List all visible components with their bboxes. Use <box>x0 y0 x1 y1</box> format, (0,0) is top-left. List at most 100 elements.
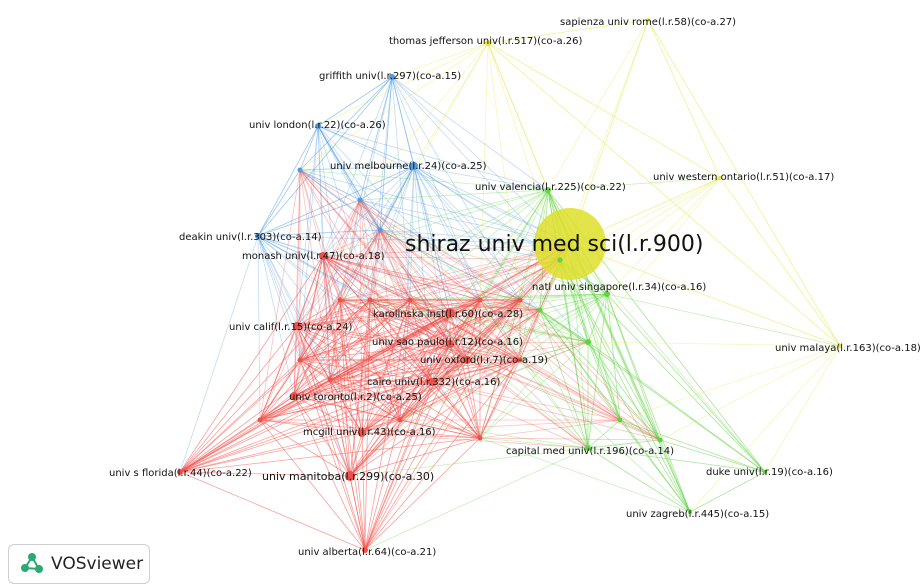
edge-x6-x11 <box>259 199 361 421</box>
node-alberta[interactable] <box>362 547 368 553</box>
node-monash[interactable] <box>319 252 327 260</box>
edge-london-x3 <box>317 125 481 301</box>
edge-saopaulo-x10 <box>449 343 521 361</box>
edge-jefferson-griffith <box>391 42 489 78</box>
edge-x8-x16 <box>399 259 561 421</box>
node-x8[interactable] <box>397 417 403 423</box>
edge-oxford-x2 <box>409 299 468 361</box>
edge-x11-x12 <box>299 169 361 201</box>
node-sapienza[interactable] <box>646 18 650 22</box>
node-label-alberta: univ alberta(l.r.64)(co-a.21) <box>298 547 436 558</box>
edge-x3-x14 <box>479 299 621 421</box>
edge-florida-manitoba <box>179 471 351 477</box>
node-x13[interactable] <box>377 227 383 233</box>
node-label-zagreb: univ zagreb(l.r.445)(co-a.15) <box>626 509 769 520</box>
node-griffith[interactable] <box>389 74 395 80</box>
node-label-ontario: univ western ontario(l.r.51)(co-a.17) <box>653 172 834 183</box>
node-x0[interactable] <box>337 297 343 303</box>
edge-london-x1 <box>317 125 371 301</box>
node-x12[interactable] <box>297 167 303 173</box>
node-valencia[interactable] <box>545 187 551 193</box>
edge-cairo-florida <box>179 381 433 473</box>
edge-karolinska-capital <box>449 312 589 449</box>
edge-x1-x12 <box>299 169 371 301</box>
edge-oxford-mcgill <box>361 359 468 434</box>
edge-duke-x14 <box>619 419 766 473</box>
edge-oxford-alberta <box>364 359 468 551</box>
node-x5[interactable] <box>297 357 303 363</box>
node-x16[interactable] <box>557 257 563 263</box>
node-x6[interactable] <box>257 417 263 423</box>
edge-saopaulo-x13 <box>379 229 451 345</box>
node-x15[interactable] <box>657 437 663 443</box>
node-x14[interactable] <box>617 417 623 423</box>
node-mcgill[interactable] <box>358 429 366 437</box>
edge-florida-x3 <box>179 299 481 473</box>
node-label-oxford: univ oxford(l.r.7)(co-a.19) <box>420 355 548 366</box>
edge-capital-manitoba <box>349 447 589 477</box>
edge-deakin-oxford <box>257 235 468 361</box>
edge-x7-x9 <box>329 379 481 439</box>
edge-monash-x5 <box>299 255 324 361</box>
edge-x10-x14 <box>519 359 621 421</box>
node-florida[interactable] <box>177 469 183 475</box>
edge-oxford-x3 <box>466 299 481 361</box>
edge-x8-x10 <box>399 359 521 421</box>
edge-x7-x15 <box>479 437 661 441</box>
edge-valencia-x3 <box>479 189 549 301</box>
node-melbourne[interactable] <box>410 162 418 170</box>
edge-sapienza-jefferson <box>487 19 649 44</box>
node-karolinska[interactable] <box>445 308 455 318</box>
edge-manitoba-x0 <box>339 299 351 477</box>
edge-valencia-x11 <box>359 189 549 201</box>
node-jefferson[interactable] <box>485 40 491 46</box>
edge-melbourne-x1 <box>369 165 415 301</box>
edge-capital-x17 <box>539 309 589 449</box>
node-cairo[interactable] <box>428 378 436 386</box>
edge-singapore-oxford <box>466 293 608 361</box>
node-calif[interactable] <box>293 322 301 330</box>
node-toronto[interactable] <box>290 392 298 400</box>
node-x10[interactable] <box>517 357 523 363</box>
edge-malaya-x14 <box>619 345 841 421</box>
edge-manitoba-x6 <box>259 419 351 477</box>
edge-x1-x5 <box>299 299 371 361</box>
edge-x3-x15 <box>479 299 661 441</box>
edge-x3-x13 <box>379 229 481 301</box>
edge-monash-x8 <box>322 255 401 421</box>
edge-london-karolinska <box>317 125 451 314</box>
node-x17[interactable] <box>537 307 543 313</box>
node-singapore[interactable] <box>604 291 610 297</box>
edge-melbourne-saopaulo <box>413 165 451 345</box>
edge-x9-x16 <box>329 259 561 381</box>
node-greenhub[interactable] <box>585 339 591 345</box>
node-x3[interactable] <box>477 297 483 303</box>
node-ontario[interactable] <box>718 176 722 180</box>
node-x2[interactable] <box>407 297 413 303</box>
edge-malaya-x15 <box>659 345 841 441</box>
node-x1[interactable] <box>367 297 373 303</box>
node-x9[interactable] <box>327 377 333 383</box>
edge-jefferson-london <box>317 42 489 127</box>
node-x4[interactable] <box>517 297 523 303</box>
edge-cairo-x4 <box>431 299 521 383</box>
node-x11[interactable] <box>357 197 363 203</box>
node-saopaulo[interactable] <box>446 340 454 348</box>
node-zagreb[interactable] <box>688 510 692 514</box>
node-duke[interactable] <box>763 470 767 474</box>
edge-manitoba-x2 <box>349 299 411 477</box>
node-shiraz[interactable] <box>534 208 606 280</box>
node-malaya[interactable] <box>838 344 842 348</box>
node-manitoba[interactable] <box>345 471 355 481</box>
node-london[interactable] <box>315 123 321 129</box>
node-deakin[interactable] <box>255 233 261 239</box>
edge-london-x5 <box>299 125 319 361</box>
node-label-valencia: univ valencia(l.r.225)(co-a.22) <box>475 182 626 193</box>
node-x7[interactable] <box>477 435 483 441</box>
node-capital[interactable] <box>585 445 591 451</box>
edge-florida-x0 <box>179 299 341 473</box>
node-label-griffith: griffith univ(l.r.297)(co-a.15) <box>319 71 461 82</box>
node-oxford[interactable] <box>463 356 471 364</box>
edge-capital-x4 <box>519 299 589 449</box>
